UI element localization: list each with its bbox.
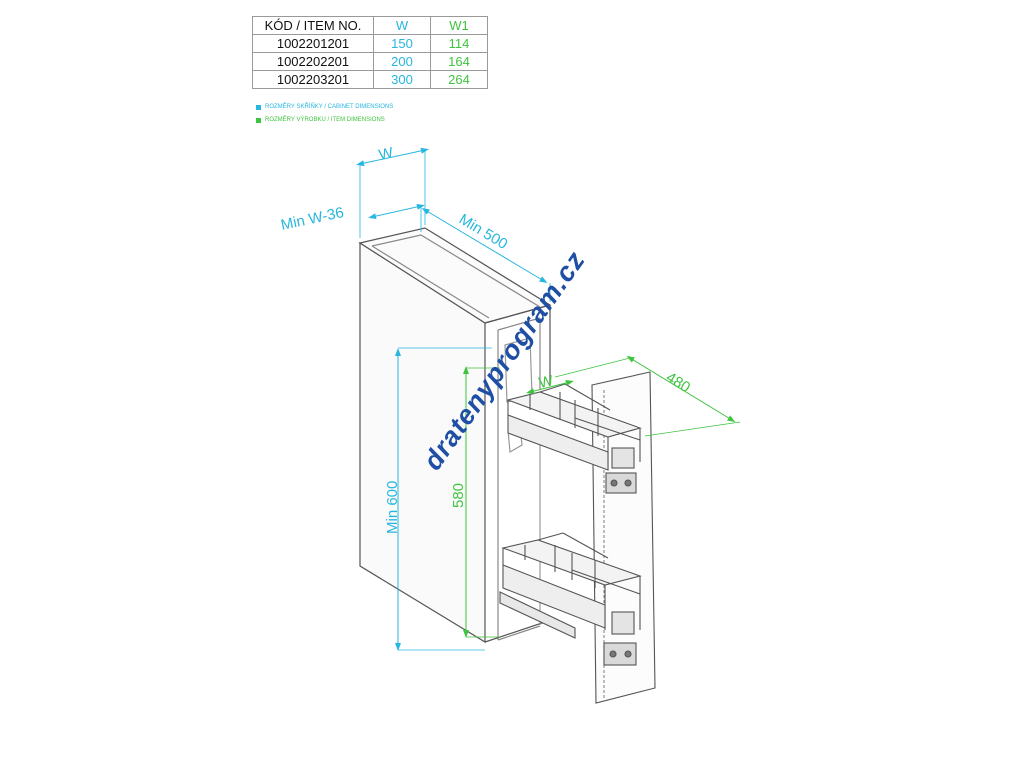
legend-swatch-item (256, 117, 261, 123)
upper-basket (506, 383, 642, 494)
cell-w: 300 (373, 70, 431, 89)
cabinet-dimensions (356, 147, 551, 651)
table-row: 1002203201 300 264 (252, 70, 488, 89)
label-cabinet-width: W (377, 144, 395, 164)
item-dimensions (463, 355, 741, 638)
cell-w1: 164 (430, 52, 488, 71)
table-row: 1002201201 150 114 (252, 34, 488, 53)
label-item-height: 580 (450, 483, 467, 508)
legend-label-cabinet: ROZMĚRY SKŘÍŇKY / CABINET DIMENSIONS (265, 104, 394, 110)
label-item-depth: 480 (663, 369, 693, 396)
cell-code: 1002203201 (252, 70, 374, 89)
legend-label-item: ROZMĚRY VÝROBKU / ITEM DIMENSIONS (265, 117, 385, 123)
cell-w1: 264 (430, 70, 488, 89)
label-min-height: Min 600 (384, 481, 401, 534)
spec-table: KÓD / ITEM NO. W W1 1002201201 150 114 1… (252, 16, 488, 89)
label-min-depth: Min 500 (456, 211, 511, 253)
cell-w: 150 (373, 34, 431, 53)
label-min-width: Min W-36 (279, 204, 345, 234)
label-item-width: W (537, 372, 555, 392)
lower-basket (499, 532, 642, 666)
legend-item-dimensions: ROZMĚRY VÝROBKU / ITEM DIMENSIONS (256, 116, 385, 124)
legend-cabinet-dimensions: ROZMĚRY SKŘÍŇKY / CABINET DIMENSIONS (256, 103, 393, 111)
legend-swatch-cabinet (256, 104, 261, 110)
